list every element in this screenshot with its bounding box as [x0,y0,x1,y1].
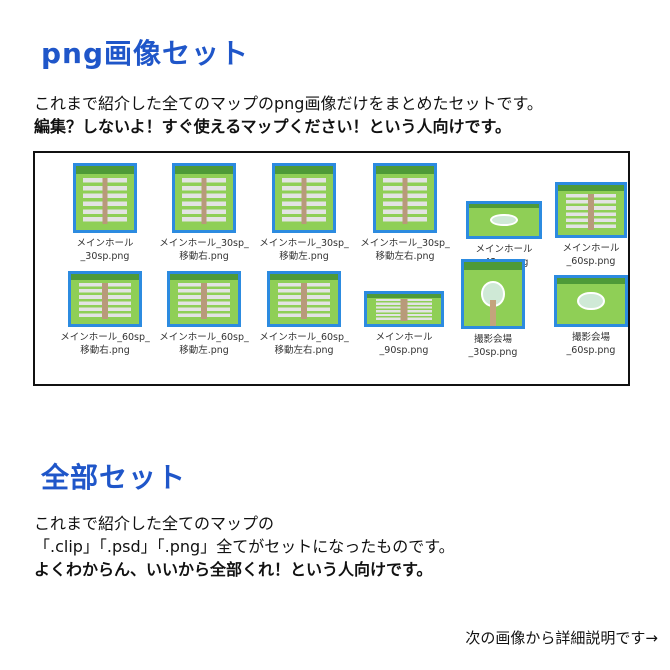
file-preview-panel: メインホール_30sp.png メインホール_30sp_移動右.png メインホ… [33,151,630,386]
map-thumbnail-image [373,163,437,233]
file-name: メインホール_90sp.png [375,332,433,356]
file-name: メインホール_60sp_移動左右.png [259,332,349,356]
file-tile[interactable]: メインホール_30sp_移動左.png [256,163,352,263]
all-set-description-line2: 「.clip」「.psd」「.png」全てがセットになったものです。 [34,537,455,556]
map-thumbnail-image [364,291,444,327]
file-tile[interactable]: メインホール_30sp_移動左右.png [357,163,453,263]
file-name: メインホール_30sp_移動左.png [259,238,349,262]
png-set-description-line1: これまで紹介した全てのマップのpng画像だけをまとめたセットです。 [34,94,543,113]
next-page-note: 次の画像から詳細説明です→ [465,629,658,647]
png-set-description: これまで紹介した全てのマップのpng画像だけをまとめたセットです。 編集？しない… [34,92,543,138]
file-tile[interactable]: メインホール_60sp.png [543,163,639,268]
map-thumbnail-image [172,163,236,233]
map-thumbnail-image [272,163,336,233]
file-name: 撮影会場_60sp.png [566,332,616,356]
file-name: メインホール_60sp.png [562,243,620,267]
file-name: メインホール_30sp_移動右.png [159,238,249,262]
file-name: メインホール_60sp_移動右.png [60,332,150,356]
file-tile[interactable]: メインホール_60sp_移動左右.png [256,271,352,357]
all-set-description: これまで紹介した全てのマップの 「.clip」「.psd」「.png」全てがセッ… [34,512,455,581]
png-set-description-line2: 編集？しないよ！すぐ使えるマップください！という人向けです。 [34,117,511,136]
file-tile[interactable]: メインホール_60sp_移動右.png [57,271,153,357]
section-title-all-set: 全部セット [41,461,187,494]
map-thumbnail-image [555,182,627,238]
map-thumbnail-image [73,163,137,233]
map-thumbnail-image [167,271,241,327]
all-set-description-line3: よくわからん、いいから全部くれ！という人向けです。 [34,560,433,579]
file-tile[interactable]: 撮影会場_30sp.png [445,259,541,359]
file-name: メインホール_30sp_移動左右.png [360,238,450,262]
file-name: メインホール_60sp_移動左.png [159,332,249,356]
map-thumbnail-image [554,275,628,327]
file-tile[interactable]: メインホール_30sp.png [57,163,153,263]
section-title-png-set: png画像セット [41,37,250,70]
file-tile[interactable]: 撮影会場_60sp.png [543,271,639,357]
file-name: 撮影会場_30sp.png [468,334,518,358]
all-set-description-line1: これまで紹介した全てのマップの [34,514,275,533]
file-tile[interactable]: メインホール_42sp.png [456,163,552,269]
file-name: メインホール_30sp.png [76,238,134,262]
map-thumbnail-image [466,201,542,239]
file-tile[interactable]: メインホール_60sp_移動左.png [156,271,252,357]
map-thumbnail-image [68,271,142,327]
map-thumbnail-image [461,259,525,329]
file-tile[interactable]: メインホール_30sp_移動右.png [156,163,252,263]
file-tile[interactable]: メインホール_90sp.png [345,271,463,357]
map-thumbnail-image [267,271,341,327]
